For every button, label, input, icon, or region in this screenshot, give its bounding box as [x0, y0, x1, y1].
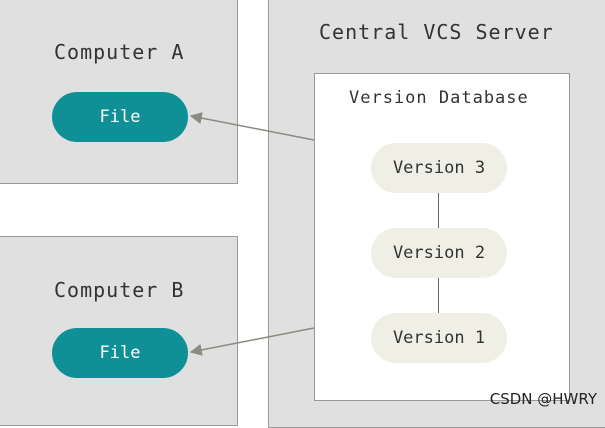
- computer-a-file: File: [52, 92, 188, 142]
- version-database-title: Version Database: [349, 88, 529, 108]
- computer-b-title: Computer B: [54, 278, 185, 302]
- watermark: CSDN @HWRY: [489, 390, 597, 408]
- version-connector-2-1: [438, 278, 439, 314]
- computer-a-title: Computer A: [54, 40, 185, 64]
- version-1-node: Version 1: [371, 313, 507, 363]
- version-3-node: Version 3: [371, 143, 507, 193]
- version-connector-3-2: [438, 193, 439, 229]
- central-server-title: Central VCS Server: [319, 20, 554, 44]
- version-2-node: Version 2: [371, 228, 507, 278]
- computer-b-file: File: [52, 328, 188, 378]
